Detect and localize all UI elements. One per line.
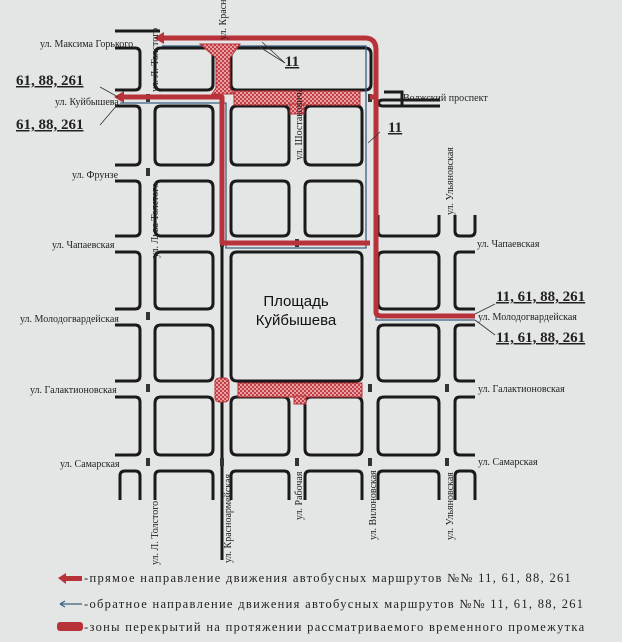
forward-route — [120, 35, 475, 319]
street-label: ул. Ульяновская — [445, 147, 456, 215]
city-block — [453, 215, 477, 238]
street-label: ул. Галактионовская — [478, 384, 565, 395]
route-label-kuibysheva-forward: 61, 88, 261 — [16, 73, 84, 89]
closure-zone-galakt-stub — [293, 395, 307, 405]
legend-item-reverse: -обратное направление движения автобусны… — [84, 597, 584, 611]
traffic-light-icon — [368, 384, 372, 392]
city-block — [303, 179, 364, 238]
city-block — [229, 395, 291, 457]
traffic-light-icon — [445, 384, 449, 392]
closure-zone-krasnoarm-galakt — [214, 377, 230, 403]
city-block — [384, 90, 404, 108]
street-label: Волжский проспект — [403, 93, 488, 104]
forward-arrow-head-gorky — [154, 32, 164, 44]
city-block — [115, 323, 142, 383]
closure-zone-shostak — [289, 103, 305, 115]
forward-arrow-head-kuib — [114, 91, 124, 103]
route-label-gorky-11: 11 — [285, 54, 299, 70]
city-blocks — [115, 29, 477, 560]
legend-item-forward: -прямое направление движения автобусных … — [84, 571, 572, 585]
traffic-light-icon — [445, 458, 449, 466]
street-label: ул. Красноармейская — [218, 0, 229, 40]
city-block — [453, 395, 475, 457]
city-block — [229, 104, 291, 167]
city-block — [303, 395, 364, 457]
street-label: ул. Чапаевская — [52, 240, 115, 251]
street-label: ул. Самарская — [478, 457, 538, 468]
street-label: ул. Самарская — [60, 459, 120, 470]
city-block — [453, 250, 475, 311]
street-label: ул. Максима Горького — [40, 39, 133, 50]
city-block — [453, 469, 477, 500]
street-label: ул. Шостаковича — [294, 87, 305, 160]
traffic-light-icon — [146, 458, 150, 466]
city-block — [376, 323, 441, 383]
route-label-molodogv-back: 11, 61, 88, 261 — [496, 330, 585, 346]
thick-red-arrow-icon — [58, 573, 82, 584]
street-label: ул. Вилоновская — [368, 470, 379, 540]
callout-lines — [99, 41, 496, 336]
route-label-vilonovskaya-11: 11 — [388, 120, 402, 136]
street-label: ул. Рабочая — [294, 471, 305, 520]
street-label: ул. Фрунзе — [72, 170, 119, 181]
traffic-light-icon — [368, 458, 372, 466]
thin-blue-arrow-icon — [59, 600, 82, 608]
city-block — [453, 323, 475, 383]
city-block — [376, 395, 441, 457]
city-block — [115, 250, 142, 311]
square-name-line1: Площадь — [263, 293, 328, 310]
city-block — [153, 395, 215, 457]
city-block — [115, 395, 142, 457]
closure-zone-icon — [57, 622, 83, 631]
city-block — [153, 469, 215, 500]
city-block — [376, 250, 441, 311]
city-block — [229, 250, 364, 383]
square-name-line2: Куйбышева — [256, 312, 337, 329]
city-block — [376, 469, 441, 500]
city-block — [303, 469, 364, 500]
traffic-light-icon — [146, 168, 150, 176]
traffic-light-icon — [295, 458, 299, 466]
city-block — [153, 250, 215, 311]
traffic-light-icon — [220, 458, 224, 466]
city-block — [115, 46, 142, 92]
city-block — [153, 323, 215, 383]
city-block — [229, 46, 373, 92]
street-label: ул. Льва Толстого — [150, 183, 161, 258]
traffic-light-icon — [146, 384, 150, 392]
city-block — [376, 215, 441, 238]
city-block — [229, 179, 291, 238]
closure-zone-krasnoarm — [198, 43, 241, 95]
city-block — [229, 469, 291, 500]
route-label-molodogv-forward: 11, 61, 88, 261 — [496, 289, 585, 305]
city-block — [153, 46, 215, 92]
street-label: ул. Молодогвардейская — [20, 314, 119, 325]
legend-item-closure: -зоны перекрытий на протяжении рассматри… — [84, 620, 585, 634]
street-label: ул. Л. Толстого — [150, 28, 161, 92]
city-block — [115, 104, 142, 167]
closure-zone-galakt — [237, 382, 363, 398]
city-block — [115, 179, 142, 238]
street-label: ул. Чапаевская — [477, 239, 540, 250]
street-label: ул. Л. Толстого — [150, 501, 161, 565]
city-block — [153, 104, 215, 167]
city-block — [153, 179, 215, 238]
street-label: ул. Галактионовская — [30, 385, 117, 396]
street-label: ул. Куйбышева — [55, 97, 119, 108]
traffic-light-icon — [146, 312, 150, 320]
city-block — [118, 469, 142, 500]
street-label: ул. Молодогвардейская — [478, 312, 577, 323]
route-label-kuibysheva-back: 61, 88, 261 — [16, 117, 84, 133]
street-label: ул. Ульяновская — [445, 472, 456, 540]
street-label: ул. Красноармейская — [223, 474, 234, 563]
legend: -прямое направление движения автобусных … — [57, 571, 585, 634]
closure-zones — [198, 43, 363, 405]
city-block — [303, 104, 364, 167]
